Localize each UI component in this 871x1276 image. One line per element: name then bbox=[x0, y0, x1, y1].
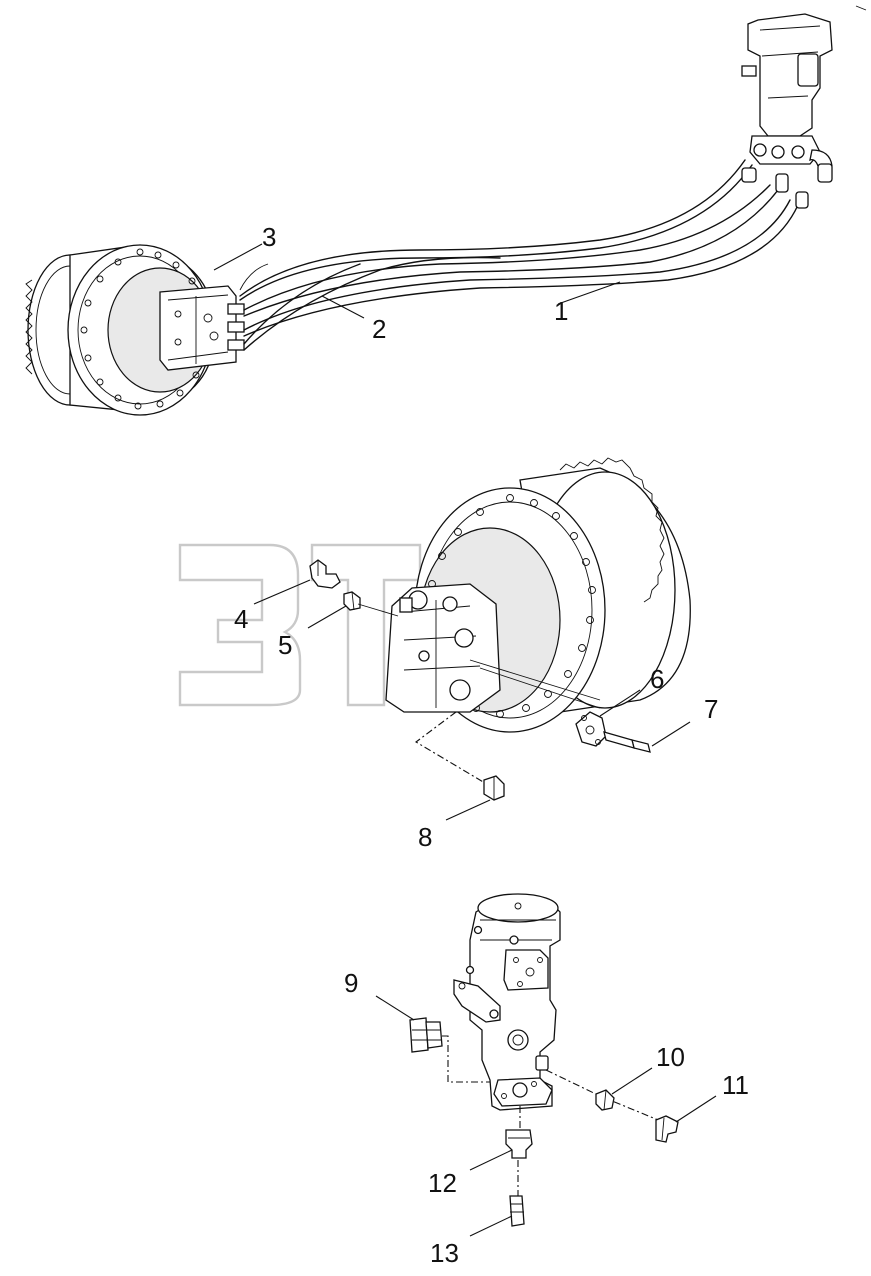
part-6-flange bbox=[575, 711, 607, 747]
part-7-bolt bbox=[603, 731, 651, 753]
callout-5: 5 bbox=[278, 630, 292, 660]
part-10-adapter bbox=[595, 1089, 615, 1111]
callout-9: 9 bbox=[344, 968, 358, 998]
swivel-joint bbox=[741, 5, 867, 209]
callout-8: 8 bbox=[418, 822, 432, 852]
final-drive-top bbox=[25, 244, 245, 416]
callout-2: 2 bbox=[372, 314, 386, 344]
callout-12: 12 bbox=[428, 1168, 457, 1198]
callout-4: 4 bbox=[234, 604, 248, 634]
callout-10: 10 bbox=[656, 1042, 685, 1072]
part-4-elbow bbox=[309, 559, 341, 589]
callout-11: 11 bbox=[722, 1070, 749, 1100]
callout-6: 6 bbox=[650, 664, 664, 694]
top-assembly: 1 2 3 bbox=[25, 5, 867, 416]
part-9-connector bbox=[409, 1017, 443, 1053]
part-11-elbow bbox=[655, 1115, 679, 1143]
bottom-assembly: 9 10 11 12 13 bbox=[344, 893, 749, 1268]
part-8-plug bbox=[483, 775, 505, 801]
middle-assembly: 4 5 6 7 8 bbox=[234, 457, 718, 852]
callout-13: 13 bbox=[430, 1238, 459, 1268]
part-5-adapter bbox=[343, 591, 361, 611]
part-13-fitting bbox=[509, 1195, 525, 1227]
callout-1: 1 bbox=[554, 296, 568, 326]
callout-3: 3 bbox=[262, 222, 276, 252]
part-12-fitting bbox=[505, 1129, 533, 1159]
hose-bundle bbox=[239, 159, 799, 351]
callout-7: 7 bbox=[704, 694, 718, 724]
